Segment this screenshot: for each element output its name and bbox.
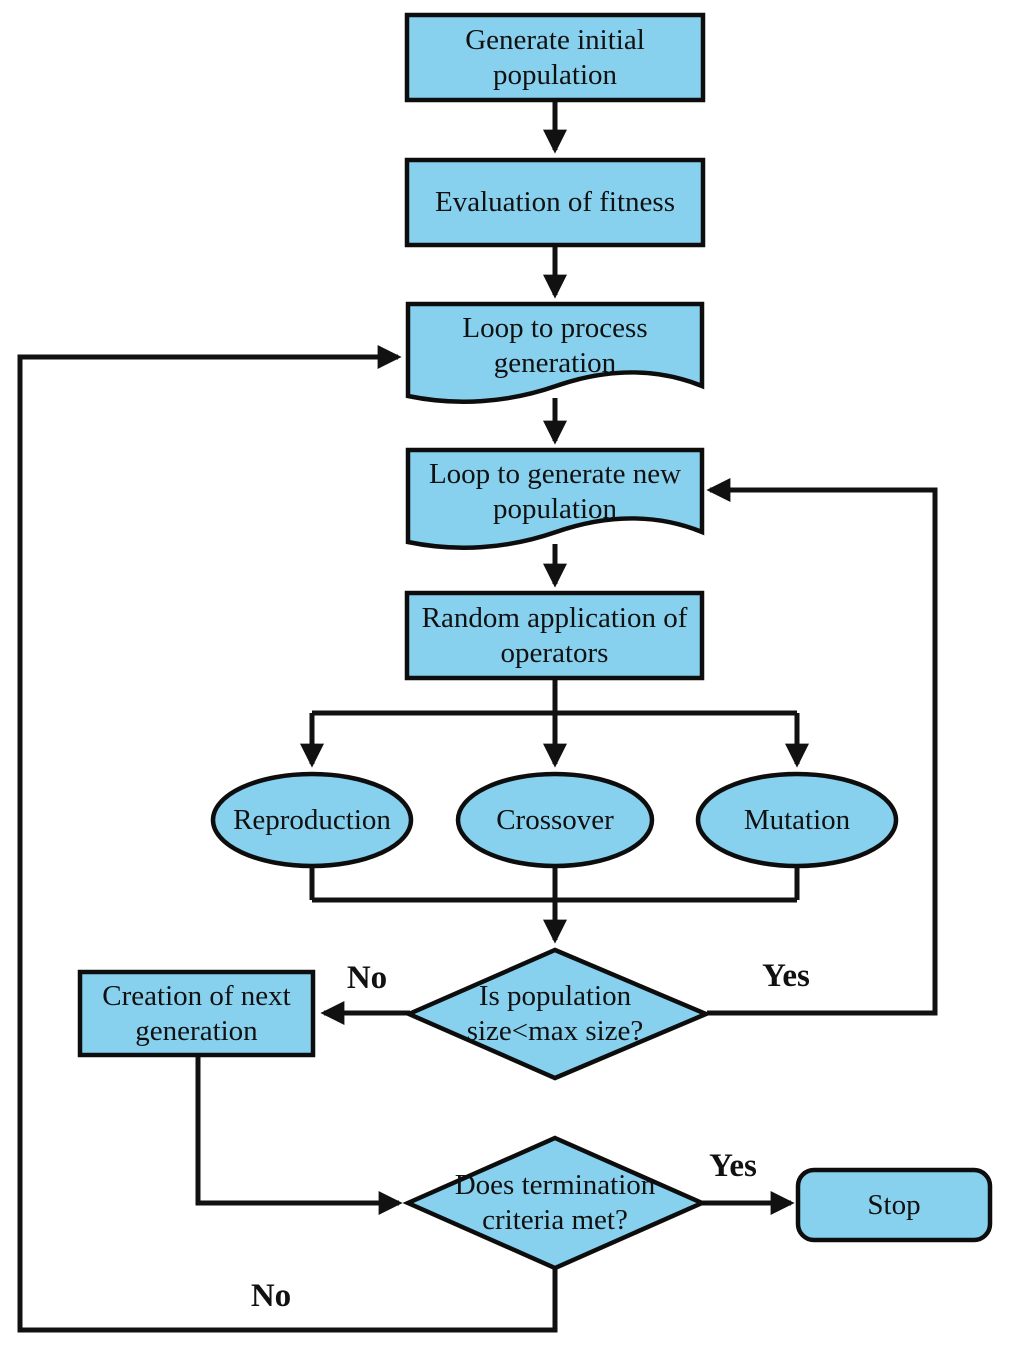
node-random-application-of-operators — [404, 590, 705, 681]
mutation-label: Mutation — [743, 803, 851, 836]
pop-check-no-label: No — [346, 960, 388, 996]
node-stop — [795, 1167, 993, 1243]
node-loop-to-generate-new-population — [405, 447, 705, 550]
evaluation-of-fitness-label: Evaluation of fitness — [434, 186, 675, 219]
node-reproduction — [210, 771, 414, 869]
edge-termination-no-loop — [17, 345, 558, 1333]
edge-pop-check-yes-loop — [706, 478, 938, 1016]
node-mutation — [695, 771, 899, 869]
node-evaluation-of-fitness — [404, 157, 706, 248]
crossover-label: Crossover — [496, 803, 614, 836]
node-crossover — [455, 771, 655, 869]
termination-decision-label: Does termination criteria met? — [454, 1169, 656, 1236]
node-loop-to-process-generation — [405, 301, 705, 404]
reproduction-label: Reproduction — [233, 803, 391, 836]
termination-yes-label: Yes — [709, 1148, 757, 1184]
stop-label: Stop — [867, 1188, 921, 1221]
loop-to-process-generation-label: Loop to process generation — [462, 312, 648, 379]
node-population-size-decision — [403, 947, 712, 1081]
pop-check-yes-label: Yes — [762, 958, 810, 994]
population-size-decision-label: Is population size<max size? — [466, 980, 644, 1047]
node-generate-initial-population — [404, 12, 706, 103]
edge-creation-to-termination — [195, 1055, 403, 1215]
node-creation-of-next-generation — [77, 969, 316, 1058]
creation-of-next-generation-label: Creation of next generation — [102, 979, 291, 1047]
random-application-of-operators-label: Random application of operators — [421, 601, 688, 669]
node-termination-decision — [402, 1135, 708, 1271]
generate-initial-population-label: Generate initial population — [465, 23, 645, 91]
loop-to-generate-new-population-label: Loop to generate new population — [428, 458, 682, 525]
termination-no-label: No — [250, 1278, 292, 1314]
